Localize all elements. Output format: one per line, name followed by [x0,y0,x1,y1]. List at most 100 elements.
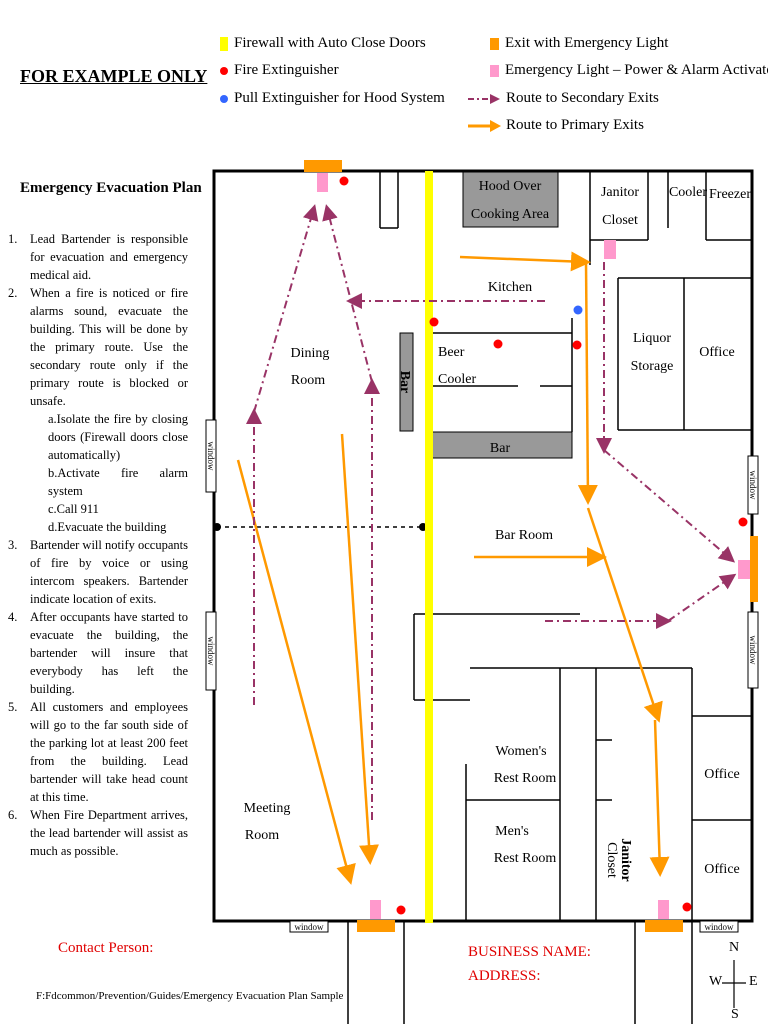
emergency-light [738,560,750,579]
liquor-label-1: Liquor [633,331,671,346]
compass-s: S [731,1007,739,1022]
legend-extinguisher-label: Fire Extinguisher [234,62,339,78]
bar-block [431,431,573,459]
window-label: window [748,636,758,666]
janitor-bottom-label-2: Closet [604,842,619,878]
womens-label-1: Women's [495,744,546,759]
hood-label-2: Cooking Area [471,207,550,222]
exit-north [304,160,342,172]
mens-label-1: Men's [495,824,529,839]
legend-exit: Exit with Emergency Light [490,35,668,52]
legend-primary-route: Route to Primary Exits [466,117,644,134]
office-mid-label: Office [704,767,740,782]
step-item: 1.Lead Bartender is responsible for evac… [8,232,188,282]
compass-e: E [749,974,758,989]
emergency-light [604,240,616,259]
beer-cooler-label-2: Cooler [438,372,476,387]
step-item: 2.When a fire is noticed or fire alarms … [8,286,188,408]
bar-room-label: Bar Room [495,528,553,543]
window-label: window [206,442,216,472]
freezer-label: Freezer [709,187,751,202]
meeting-label-1: Meeting [244,801,291,816]
primary-route-icon [468,119,501,132]
step-item: 5.All customers and employees will go to… [8,700,188,804]
janitor-top-label-1: Janitor [601,185,639,200]
step-subitem: d.Evacuate the building [48,520,167,534]
legend-primary-route-label: Route to Primary Exits [506,117,644,133]
mens-label-2: Rest Room [494,851,557,866]
step-subitem: b.Activate fire alarm system [48,466,188,498]
firewall [425,171,433,923]
business-name: BUSINESS NAME: [468,944,591,960]
windows [205,419,759,933]
legend-emergency-light-label: Emergency Light – Power & Alarm Activate… [505,62,768,78]
interior-walls [379,171,752,921]
step-item: 3.Bartender will notify occupants of fir… [8,538,188,606]
secondary-routes [246,204,737,820]
example-label: FOR EXAMPLE ONLY [20,66,208,86]
legend-secondary-route: Route to Secondary Exits [466,90,659,107]
step-subitem: a.Isolate the fire by closing doors (Fir… [48,412,188,462]
dining-label-1: Dining [291,346,330,361]
business-address: ADDRESS: [468,968,541,984]
legend-emergency-light: Emergency Light – Power & Alarm Activate… [490,62,768,79]
steps-list: 1.Lead Bartender is responsible for evac… [8,230,188,860]
bar-block-vertical [399,332,414,432]
window-label: window [705,922,735,932]
meeting-label-2: Room [245,828,279,843]
beer-cooler-label-1: Beer [438,345,465,360]
office-top-label: Office [699,345,735,360]
compass-n: N [729,940,740,955]
office-bottom-label: Office [704,862,740,877]
dining-label-2: Room [291,373,325,388]
janitor-bottom-label-1: Janitor [618,838,633,882]
exit-east [750,536,758,602]
building-outline [212,169,754,923]
pull-extinguisher [573,305,583,315]
womens-label-2: Rest Room [494,771,557,786]
exit-south-east [645,920,683,932]
step-item: 6.When Fire Department arrives, the lead… [8,808,188,858]
exterior-stubs [347,921,693,1024]
secondary-route-icon [468,93,500,104]
emergency-light [317,173,328,192]
window-label: window [748,471,758,501]
plan-title: Emergency Evacuation Plan [20,180,202,196]
legend-exit-label: Exit with Emergency Light [505,35,669,51]
file-path: F:Fdcommon/Prevention/Guides/Emergency E… [36,990,344,1002]
compass [722,960,746,1008]
window-label: window [206,637,216,667]
hood-block [462,171,559,228]
extinguishers [339,176,748,915]
exit-icon [490,37,499,50]
emergency-light [658,900,669,919]
legend-pull-extinguisher-label: Pull Extinguisher for Hood System [234,90,445,106]
divider-end [213,523,221,531]
kitchen-label: Kitchen [488,280,532,295]
contact-person: Contact Person: [58,940,154,956]
liquor-label-2: Storage [631,359,674,374]
bar-label: Bar [490,441,511,456]
janitor-top-label-2: Closet [602,213,638,228]
compass-w: W [709,974,723,989]
cooler-label: Cooler [669,185,707,200]
window-label: window [295,922,325,932]
extinguisher-icon [220,66,228,75]
legend-secondary-route-label: Route to Secondary Exits [506,90,659,106]
emergency-light-icon [490,64,499,77]
firewall-swatch [220,36,228,51]
business-info: BUSINESS NAME: ADDRESS: [468,940,591,988]
bar-vertical-label: Bar [397,371,412,394]
emergency-light [370,900,381,919]
exit-south-west [357,920,395,932]
legend-extinguisher: Fire Extinguisher [220,62,339,79]
step-item: 4.After occupants have started to evacua… [8,610,188,696]
legend-firewall-label: Firewall with Auto Close Doors [234,35,426,51]
legend-firewall: Firewall with Auto Close Doors [220,35,426,52]
step-subitem: c.Call 911 [48,502,99,516]
legend-pull-extinguisher: Pull Extinguisher for Hood System [220,90,445,107]
pull-extinguisher-icon [220,94,228,103]
hood-label-1: Hood Over [479,179,542,194]
primary-routes [236,251,670,885]
